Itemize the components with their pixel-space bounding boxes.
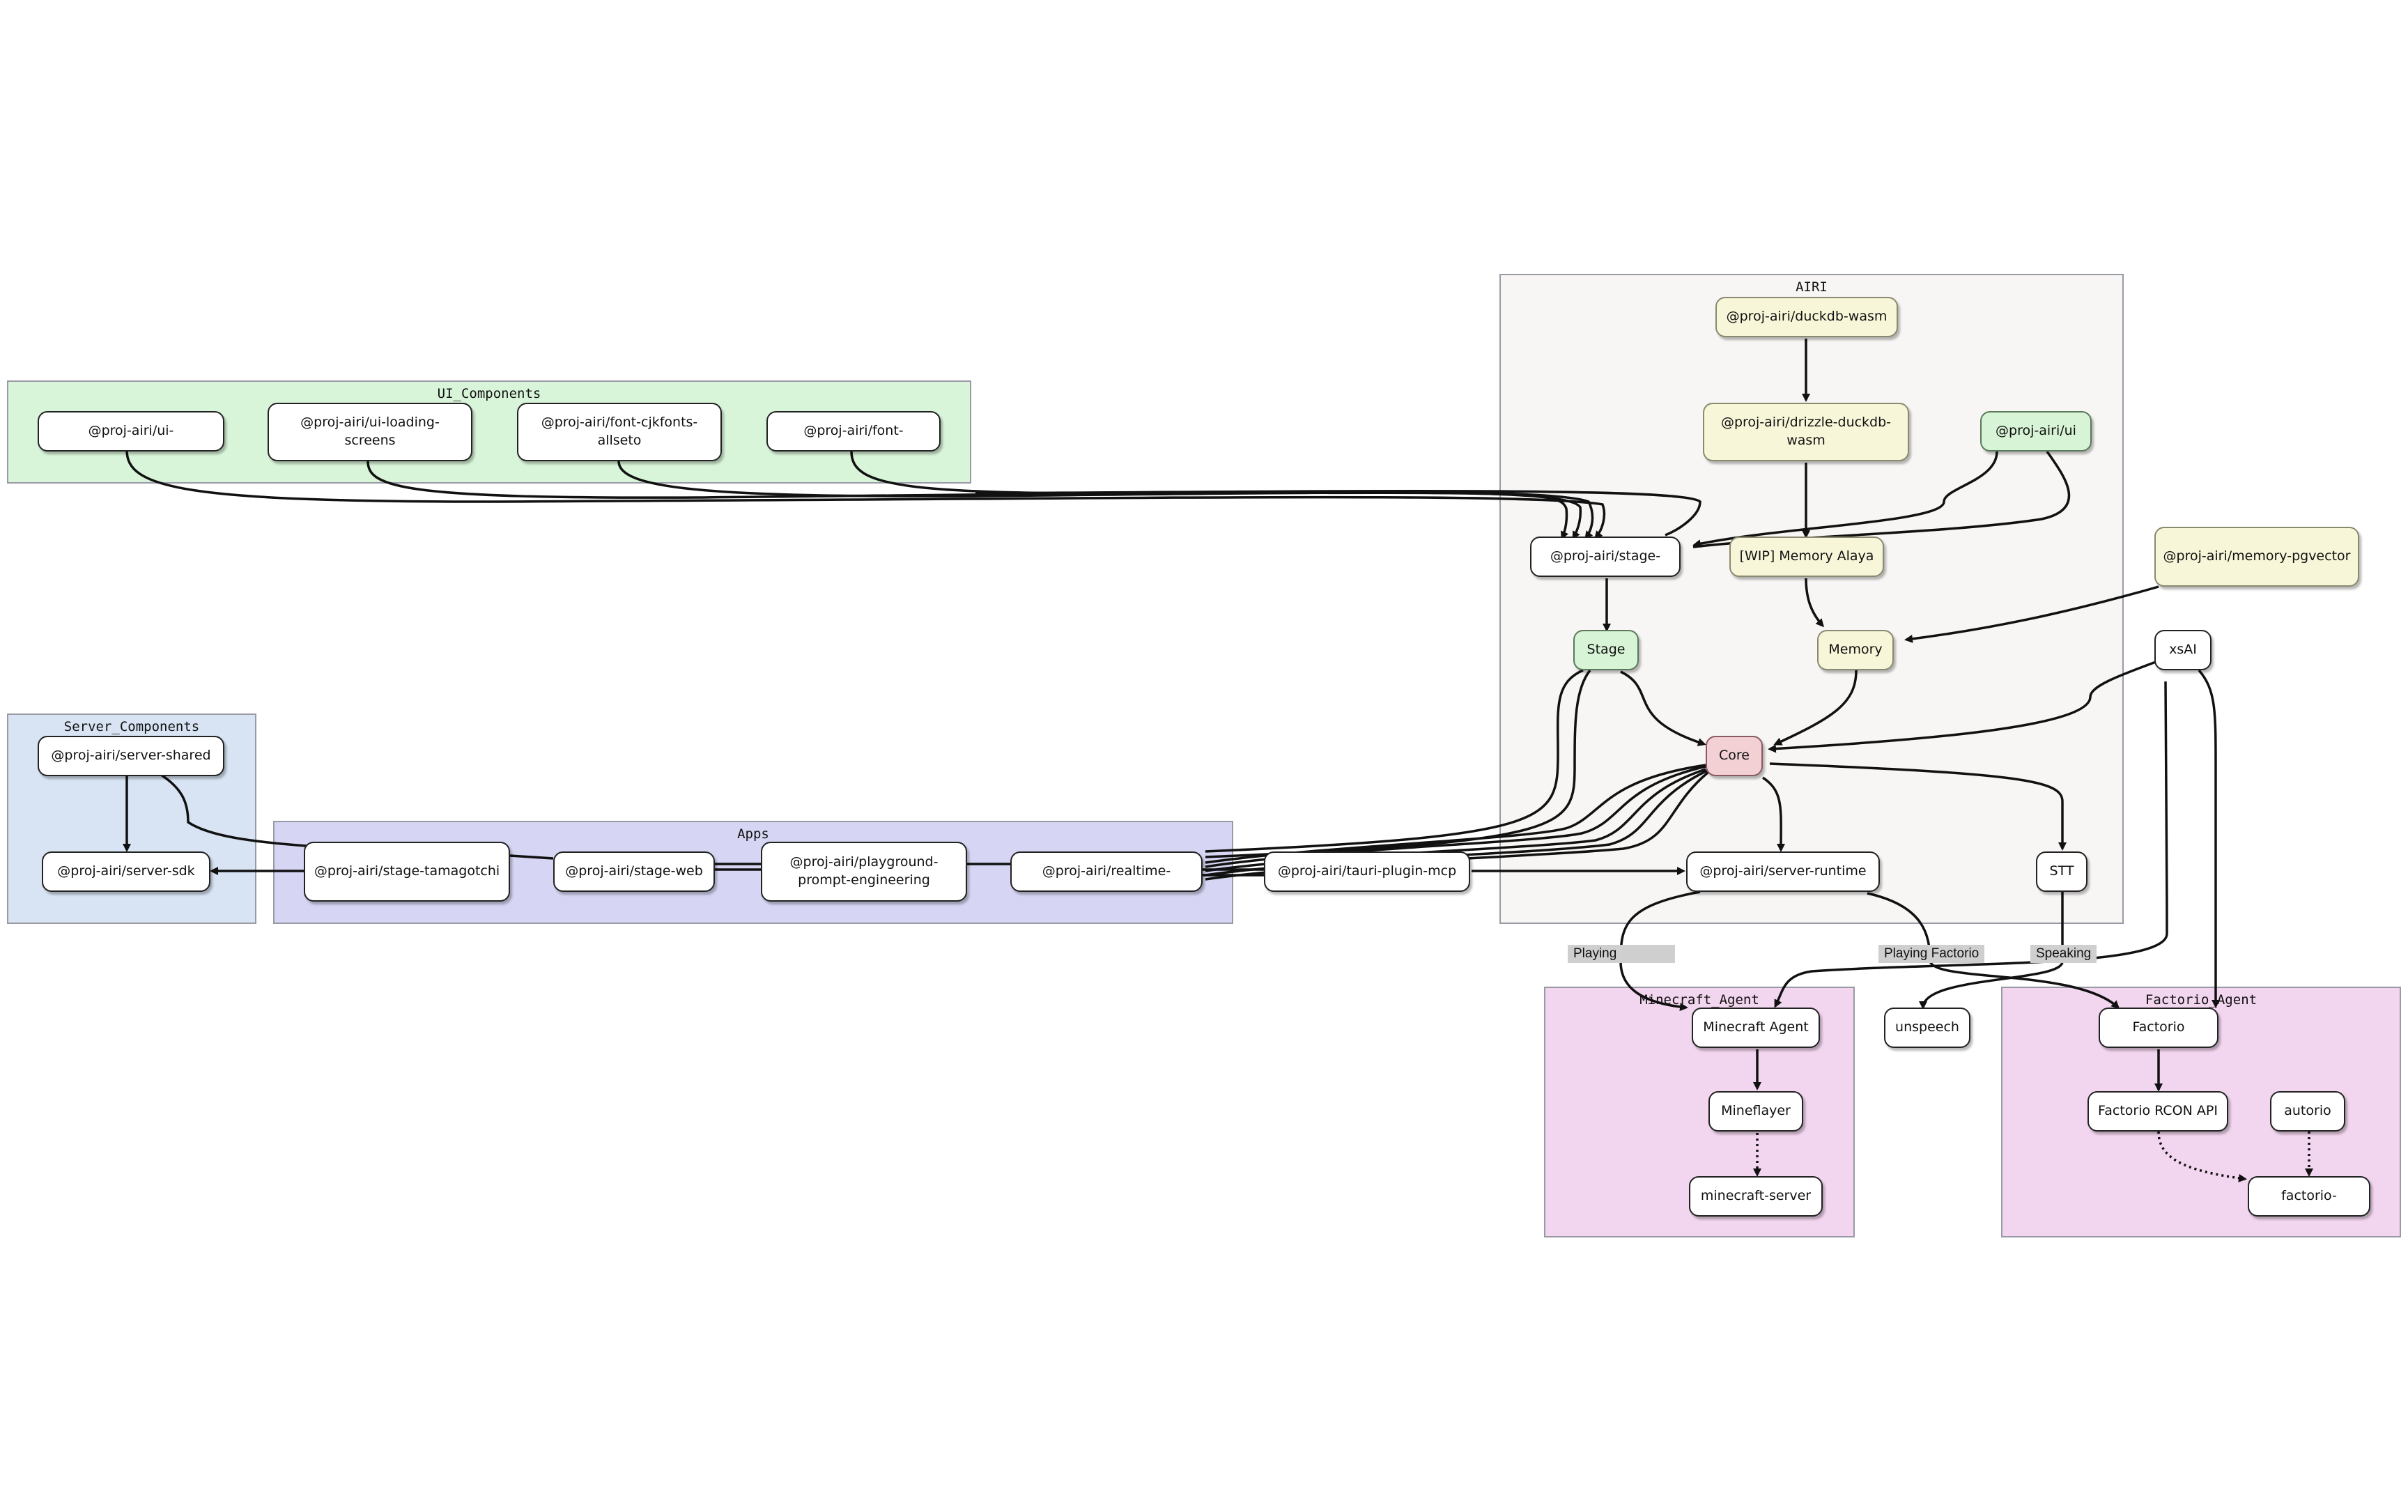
node-duckdb-wasm[interactable]: @proj-airi/duckdb-wasm — [1715, 297, 1898, 337]
edge-core-to-apps-1 — [1205, 764, 1706, 864]
node-minecraft-server[interactable]: minecraft-server — [1689, 1176, 1823, 1217]
edge-airi-ui-to-stage-ui-2 — [1692, 451, 2071, 548]
node-font[interactable]: @proj-airi/font- — [766, 411, 941, 452]
node-memory[interactable]: Memory — [1817, 630, 1894, 670]
node-autorio[interactable]: autorio — [2270, 1091, 2345, 1132]
edge-stage-to-apps-1 — [1205, 669, 1584, 853]
node-stage-ui[interactable]: @proj-airi/stage- — [1530, 537, 1681, 577]
node-factorio-rcon-api[interactable]: Factorio RCON API — [2087, 1091, 2228, 1132]
node-server-sdk[interactable]: @proj-airi/server-sdk — [42, 851, 210, 892]
cluster-minecraft-agent-title: Minecraft_Agent — [1639, 992, 1759, 1008]
edge-xsai-to-minecraft — [1774, 681, 2168, 1008]
node-stt[interactable]: STT — [2036, 851, 2087, 892]
edge-alaya-to-memory — [1805, 578, 1824, 628]
node-minecraft-agent[interactable]: Minecraft Agent — [1692, 1008, 1820, 1048]
edge-pgvector-to-memory — [1904, 585, 2159, 643]
edge-core-to-server-runtime — [1762, 776, 1786, 852]
node-memory-pgvector[interactable]: @proj-airi/memory-pgvector — [2154, 527, 2359, 587]
node-mineflayer[interactable]: Mineflayer — [1708, 1091, 1803, 1132]
edge-font-to-stage-ui-b — [975, 489, 1701, 537]
edge-label-speaking: Speaking — [2030, 945, 2097, 963]
node-airi-ui[interactable]: @proj-airi/ui — [1980, 411, 2092, 452]
node-ui-transitions[interactable]: @proj-airi/ui- — [38, 411, 224, 452]
node-drizzle-duckdb-wasm[interactable]: @proj-airi/drizzle-duckdb-wasm — [1703, 403, 1909, 461]
edge-font-to-stage-ui — [850, 451, 1569, 540]
cluster-airi: AIRI — [1499, 274, 2124, 924]
node-factorio-agent[interactable]: factorio- — [2248, 1176, 2370, 1217]
node-stage-web[interactable]: @proj-airi/stage-web — [553, 851, 715, 892]
edge-label-playing-factorio: Playing Factorio — [1878, 945, 1985, 963]
node-factorio[interactable]: Factorio — [2099, 1008, 2218, 1048]
edge-memory-to-core — [1773, 670, 1858, 746]
node-playground[interactable]: @proj-airi/playground-prompt-engineering — [761, 842, 967, 902]
node-realtime[interactable]: @proj-airi/realtime- — [1010, 851, 1203, 892]
node-xsai[interactable]: xsAI — [2154, 630, 2212, 670]
edge-rcon-to-factorio-agent — [2157, 1131, 2247, 1182]
edge-shared-to-tamagotchi — [158, 772, 307, 847]
node-server-runtime[interactable]: @proj-airi/server-runtime — [1686, 851, 1880, 892]
node-stage-tamagotchi[interactable]: @proj-airi/stage-tamagotchi — [304, 842, 510, 902]
node-ui-loading-screens[interactable]: @proj-airi/ui-loading-screens — [268, 403, 472, 461]
edge-label-playing: Playing — [1568, 945, 1675, 963]
node-unspeech[interactable]: unspeech — [1884, 1008, 1970, 1048]
cluster-airi-title: AIRI — [1796, 279, 1828, 295]
edge-apps-tamagotchi-web — [509, 854, 554, 860]
cluster-server-components-title: Server_Components — [63, 719, 200, 734]
cluster-factorio-agent-title: Factorio_Agent — [2145, 992, 2258, 1008]
edge-xsai-to-factorio — [2198, 669, 2220, 1008]
node-stage[interactable]: Stage — [1573, 630, 1639, 670]
node-font-cjkfonts[interactable]: @proj-airi/font-cjkfonts-allseto — [517, 403, 722, 461]
edge-stage-to-apps-2 — [1205, 669, 1591, 858]
edge-core-to-stt — [1769, 762, 2067, 851]
edge-stt-to-unspeech — [1919, 892, 2064, 1010]
edge-xsai-to-core — [1768, 661, 2156, 753]
edge-airi-ui-to-stage-ui — [1692, 451, 1998, 548]
node-core[interactable]: Core — [1706, 736, 1763, 776]
node-server-shared[interactable]: @proj-airi/server-shared — [38, 736, 224, 776]
edge-stage-to-core — [1620, 670, 1706, 746]
node-tauri-plugin-mcp[interactable]: @proj-airi/tauri-plugin-mcp — [1264, 851, 1470, 892]
cluster-apps-title: Apps — [737, 826, 769, 842]
edge-ui-to-stage-ui — [125, 449, 1606, 540]
node-memory-alaya[interactable]: [WIP] Memory Alaya — [1729, 537, 1884, 577]
cluster-ui-components-title: UI_Components — [437, 386, 541, 401]
